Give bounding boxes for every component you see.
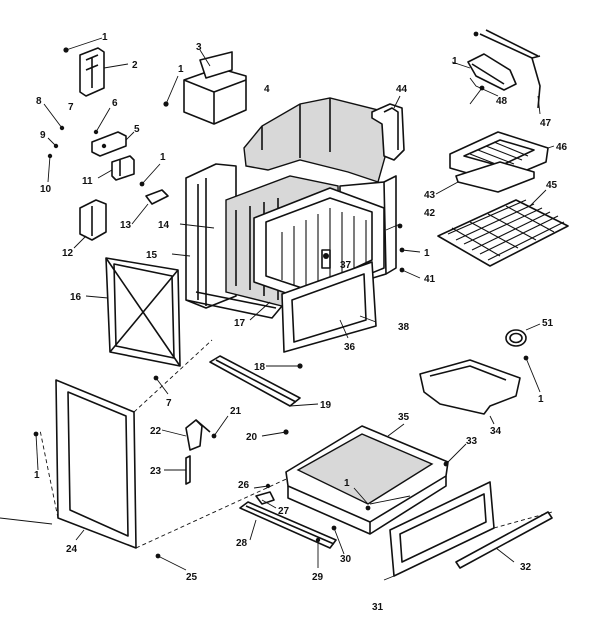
callout-18: 18: [254, 362, 266, 373]
callout-12: 12: [62, 248, 74, 259]
margin-rule: [0, 517, 53, 525]
part-48-bake-element: [451, 53, 517, 97]
callout-6: 6: [112, 98, 118, 109]
part-24-drawer-front: [55, 379, 137, 549]
callout-3: 3: [196, 42, 202, 53]
callout-1: 1: [452, 56, 458, 67]
callout-51: 51: [542, 318, 554, 329]
callout-38: 38: [398, 322, 410, 333]
callout-46: 46: [556, 142, 568, 153]
part-11-clip: [97, 155, 135, 181]
part-32-kick-panel: [455, 511, 553, 569]
part-3-vent-duct: [183, 49, 247, 125]
callout-33: 33: [466, 436, 478, 447]
part-5-bracket: [91, 131, 135, 157]
callout-7: 7: [68, 102, 74, 113]
callout-45: 45: [546, 180, 558, 191]
callout-43: 43: [424, 190, 436, 201]
callout-1: 1: [160, 152, 166, 163]
callout-2: 2: [132, 60, 138, 71]
callout-47: 47: [540, 118, 552, 129]
callout-20: 20: [246, 432, 258, 443]
screws-left: [43, 37, 179, 187]
callout-31: 31: [372, 602, 384, 613]
callout-36: 36: [344, 342, 356, 353]
part-35-storage-drawer: [285, 423, 449, 535]
callout-1: 1: [178, 64, 184, 75]
part-45-oven-rack: [437, 189, 569, 267]
part-34-drip-tray: [419, 359, 521, 425]
callout-13: 13: [120, 220, 132, 231]
callout-11: 11: [82, 176, 93, 187]
callout-labels: 1 2 3 1 4 44 8 7 6 5 9 10 11 1 13 12 14 …: [34, 32, 568, 613]
part-22-door-hinge: [161, 415, 229, 485]
callout-1: 1: [102, 32, 108, 43]
callout-25: 25: [186, 572, 198, 583]
part-2-bracket: [79, 47, 129, 97]
callout-37: 37: [340, 260, 352, 271]
callout-35: 35: [398, 412, 410, 423]
body-leaders: [171, 223, 421, 321]
callout-1: 1: [538, 394, 544, 405]
callout-5: 5: [134, 124, 140, 135]
part-43-broiler-tray: [435, 161, 535, 195]
callout-32: 32: [520, 562, 532, 573]
part-12-bracket: [73, 199, 107, 249]
callout-8: 8: [36, 96, 42, 107]
callout-15: 15: [146, 250, 158, 261]
callout-23: 23: [150, 466, 162, 477]
callout-21: 21: [230, 406, 242, 417]
part-47-broil-element: [473, 29, 541, 115]
callout-16: 16: [70, 292, 82, 303]
callout-1: 1: [344, 478, 350, 489]
part-38-door-outer: [281, 261, 377, 353]
part-16-side-panel: [85, 257, 181, 367]
callout-4: 4: [264, 84, 270, 95]
part-51-ring: [505, 323, 541, 347]
callout-48: 48: [496, 96, 508, 107]
callout-22: 22: [150, 426, 162, 437]
callout-44: 44: [396, 84, 408, 95]
callout-30: 30: [340, 554, 352, 565]
callout-24: 24: [66, 544, 78, 555]
part-13-hinge-plate: [131, 189, 169, 225]
callout-17: 17: [234, 318, 246, 329]
callout-7: 7: [166, 398, 172, 409]
callout-34: 34: [490, 426, 502, 437]
callout-42: 42: [424, 208, 436, 219]
callout-14: 14: [158, 220, 170, 231]
callout-29: 29: [312, 572, 324, 583]
part-44-vent-tube: [371, 95, 405, 161]
callout-28: 28: [236, 538, 248, 549]
callout-19: 19: [320, 400, 332, 411]
callout-1: 1: [34, 470, 40, 481]
callout-10: 10: [40, 184, 52, 195]
part-28-drawer-slide: [239, 483, 337, 549]
part-19-rail: [209, 355, 319, 437]
callout-41: 41: [424, 274, 436, 285]
callout-26: 26: [238, 480, 250, 491]
callout-27: 27: [278, 506, 290, 517]
callout-1: 1: [424, 248, 430, 259]
callout-9: 9: [40, 130, 46, 141]
